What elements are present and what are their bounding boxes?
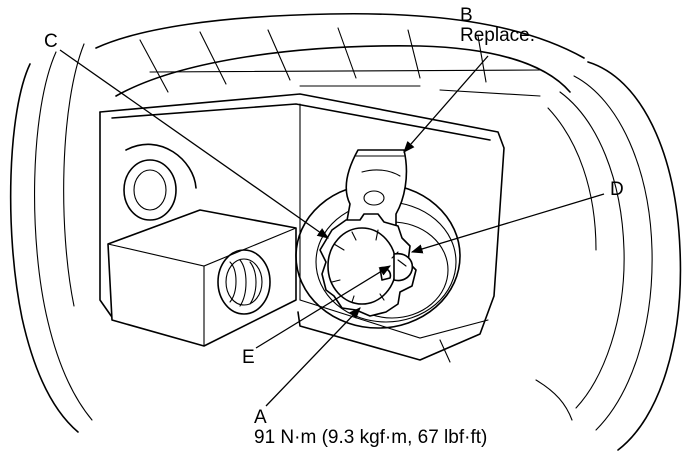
right-boot-outline [535,61,682,451]
callout-d-letter: D [610,179,624,200]
leader-a [265,307,361,407]
callout-b-note: Replace. [460,25,535,46]
left-shaft-outline [9,43,93,433]
leader-d [410,193,605,254]
callout-e-letter: E [242,347,255,368]
callout-e: E [242,348,255,368]
leader-c [59,49,329,239]
callout-a-letter: A [254,407,267,428]
callout-c: C [44,32,58,52]
callout-b: B Replace. [460,6,535,46]
callout-a-torque: 91 N·m (9.3 kgf·m, 67 lbf·ft) [254,427,488,448]
leader-e [255,265,391,349]
callout-a: A 91 N·m (9.3 kgf·m, 67 lbf·ft) [254,408,487,448]
callout-c-letter: C [44,31,58,52]
lock-washer [345,149,408,227]
callout-b-letter: B [460,5,473,26]
callout-d: D [610,180,624,200]
leader-b [403,55,489,153]
left-boss [123,143,197,221]
lower-arm [107,209,297,347]
